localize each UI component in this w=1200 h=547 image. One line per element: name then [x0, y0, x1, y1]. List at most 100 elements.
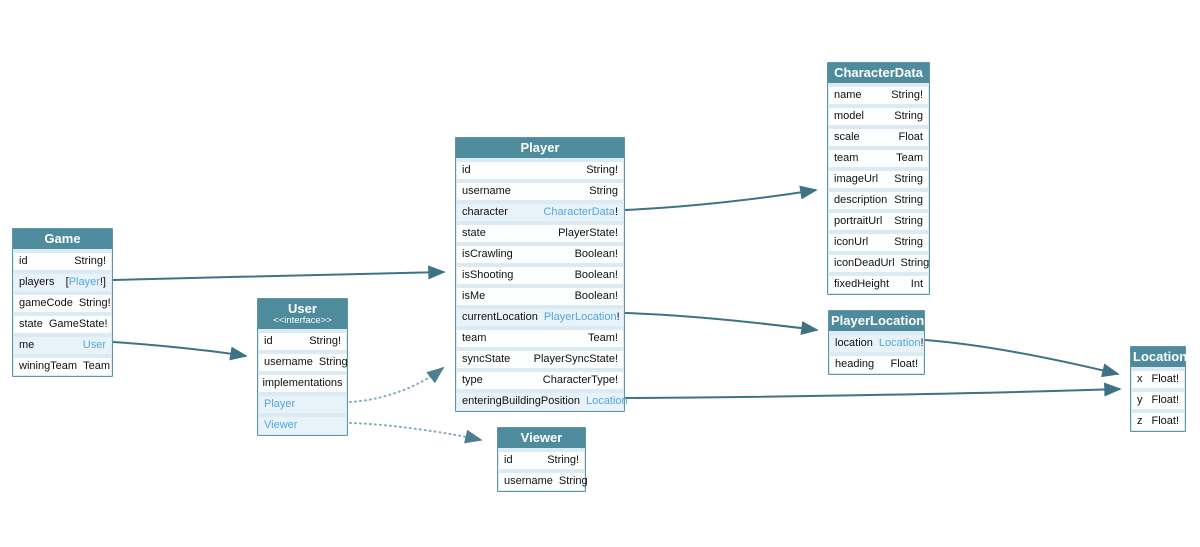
- field-type[interactable]: Location: [586, 393, 628, 410]
- field-name: imageUrl: [834, 173, 879, 185]
- type-text: String!: [78, 297, 111, 309]
- field-row-implementations[interactable]: implementations: [259, 375, 346, 392]
- field-type[interactable]: [Player!]: [66, 274, 106, 291]
- edge-player-character-to-characterdata[interactable]: [624, 185, 818, 211]
- type-link[interactable]: Player: [68, 276, 100, 288]
- field-type: Boolean!: [575, 288, 618, 305]
- field-row-imageUrl[interactable]: imageUrl String: [829, 171, 928, 188]
- type-text: String: [318, 356, 348, 368]
- type-text: String: [894, 110, 923, 122]
- type-suffix: !: [616, 311, 620, 323]
- edge-playerlocation-location-to-location[interactable]: [924, 339, 1120, 378]
- table-header-location[interactable]: Location: [1131, 347, 1187, 367]
- field-type: String: [894, 234, 923, 251]
- edge-user-viewer-implementation[interactable]: [349, 422, 483, 444]
- implementation-link[interactable]: Viewer: [264, 419, 298, 431]
- field-name: model: [834, 110, 864, 122]
- field-type[interactable]: PlayerLocation!: [544, 309, 620, 326]
- field-row-model[interactable]: model String: [829, 108, 928, 125]
- type-link[interactable]: User: [82, 339, 106, 351]
- field-type[interactable]: User: [83, 337, 106, 354]
- table-header-game[interactable]: Game: [13, 229, 112, 249]
- edge-player-currentlocation-to-playerlocation[interactable]: [624, 312, 819, 336]
- field-row-me[interactable]: me User: [14, 337, 111, 354]
- field-row-players[interactable]: players[Player!]: [14, 274, 111, 291]
- type-link[interactable]: CharacterData: [543, 206, 615, 218]
- field-type: String: [894, 108, 923, 125]
- type-suffix: !: [920, 337, 924, 349]
- field-name: state: [19, 318, 43, 330]
- table-header-user[interactable]: User<<interface>>: [258, 299, 347, 329]
- type-text: CharacterType!: [542, 374, 618, 386]
- table-header-viewer[interactable]: Viewer: [498, 428, 585, 448]
- field-name: me: [19, 339, 35, 351]
- table-header-player[interactable]: Player: [456, 138, 624, 158]
- field-type: Float!: [1151, 371, 1179, 388]
- field-type[interactable]: CharacterData!: [543, 204, 618, 221]
- type-link[interactable]: Location: [878, 337, 921, 349]
- field-type: Float!: [1151, 413, 1179, 430]
- type-text: Float!: [890, 358, 918, 370]
- edge-user-player-implementation[interactable]: [349, 366, 445, 403]
- field-name: id: [264, 335, 273, 347]
- field-type: Boolean!: [575, 246, 618, 263]
- type-link[interactable]: Location: [586, 395, 628, 407]
- type-link[interactable]: PlayerLocation: [543, 311, 617, 323]
- table-header-characterdata[interactable]: CharacterData: [828, 63, 929, 83]
- edge-player-enteringbuildingposition-to-location[interactable]: [624, 382, 1122, 399]
- table-title: Player: [520, 140, 560, 155]
- edge-game-players-to-player[interactable]: [112, 265, 446, 281]
- field-row-Player[interactable]: Player: [259, 396, 346, 413]
- table-header-playerlocation[interactable]: PlayerLocation: [829, 311, 924, 331]
- field-name: winingTeam: [19, 360, 78, 372]
- type-text: String: [894, 173, 923, 185]
- field-row-Viewer[interactable]: Viewer: [259, 417, 346, 434]
- type-text: Int: [910, 278, 923, 290]
- field-type[interactable]: Location!: [879, 335, 924, 352]
- implementation-link[interactable]: Player: [264, 398, 296, 410]
- edge-game-me-to-user[interactable]: [112, 341, 248, 361]
- field-type: PlayerState!: [558, 225, 618, 242]
